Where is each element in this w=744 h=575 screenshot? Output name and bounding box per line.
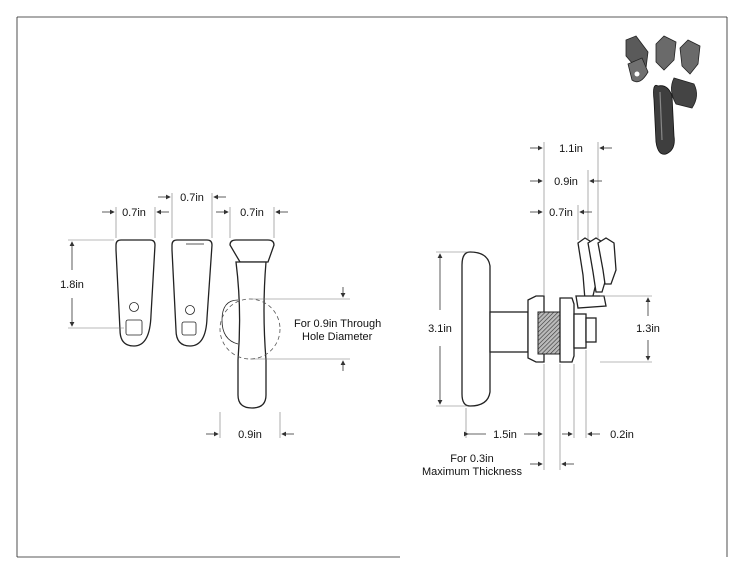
- sheet-border: [16, 16, 728, 558]
- dim-lever-length: 1.8in: [60, 279, 84, 291]
- dim-handle-width: 0.9in: [238, 429, 262, 441]
- dim-nut-thickness: 0.2in: [610, 429, 634, 441]
- note-hole-line-2: Hole Diameter: [302, 331, 373, 343]
- lever-2: [171, 239, 213, 347]
- dim-handle-height: 3.1in: [428, 323, 452, 335]
- dim-lever-width-1: 0.7in: [122, 207, 146, 219]
- dim-lever-width-3: 0.7in: [240, 207, 264, 219]
- dim-depth-inner: 0.7in: [549, 207, 573, 219]
- note-hole-line-1: For 0.9in Through: [294, 318, 381, 330]
- dim-overall-depth: 1.1in: [559, 143, 583, 155]
- lever-3-handle-front: [219, 239, 281, 409]
- dim-depth-mid: 0.9in: [554, 176, 578, 188]
- right-dimensions: [436, 142, 652, 470]
- note-thickness-line-1: For 0.3in: [450, 453, 493, 465]
- note-thickness-line-2: Maximum Thickness: [422, 466, 523, 478]
- isometric-view: [625, 35, 701, 155]
- dim-body-diameter: 1.3in: [636, 323, 660, 335]
- lever-1: [115, 239, 156, 347]
- dim-lever-width-2: 0.7in: [180, 192, 204, 204]
- left-dimensions: [68, 193, 350, 438]
- side-view-assembly: [461, 237, 617, 407]
- dim-handle-to-panel: 1.5in: [493, 429, 517, 441]
